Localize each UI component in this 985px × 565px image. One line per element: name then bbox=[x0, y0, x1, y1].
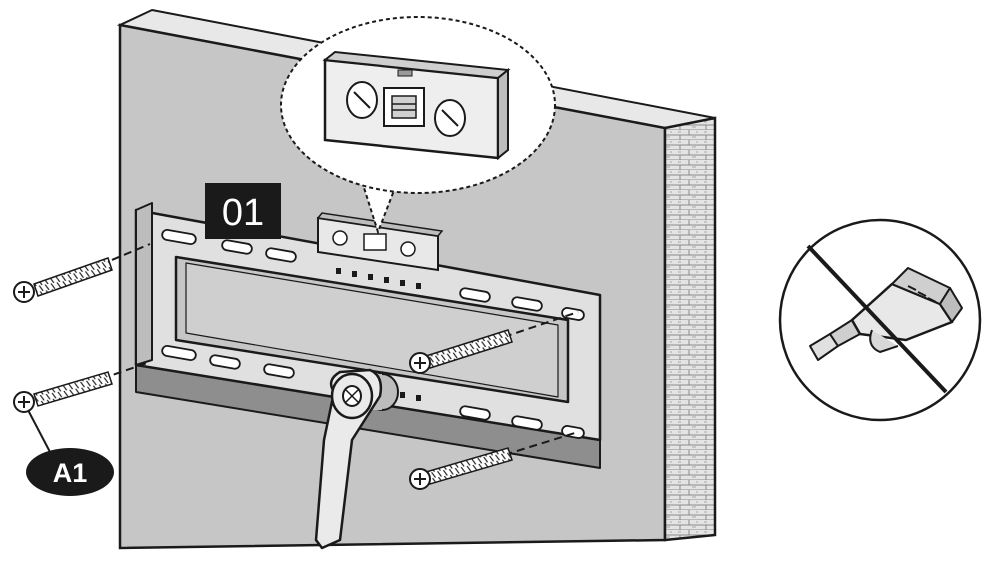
bracket-slots bbox=[161, 229, 585, 439]
power-drill bbox=[809, 267, 963, 361]
part-label-a1: A1 bbox=[26, 409, 114, 496]
screw-left-top bbox=[13, 243, 151, 303]
screw-right-top bbox=[409, 311, 579, 374]
step-number-badge: 01 bbox=[205, 183, 281, 239]
step-number: 01 bbox=[222, 192, 264, 234]
screw-right-bottom bbox=[409, 431, 579, 490]
spirit-level-large bbox=[322, 50, 511, 161]
screw-left-bottom bbox=[13, 361, 151, 413]
bracket-holes bbox=[336, 268, 421, 401]
part-label-text: A1 bbox=[53, 458, 88, 488]
wall-mount-bracket bbox=[134, 202, 602, 469]
socket-wrench bbox=[314, 368, 399, 550]
magnifier-callout bbox=[280, 16, 556, 236]
prohibition-slash bbox=[806, 244, 948, 394]
wall-side-brick bbox=[663, 116, 717, 542]
no-power-drill-icon bbox=[778, 218, 982, 422]
